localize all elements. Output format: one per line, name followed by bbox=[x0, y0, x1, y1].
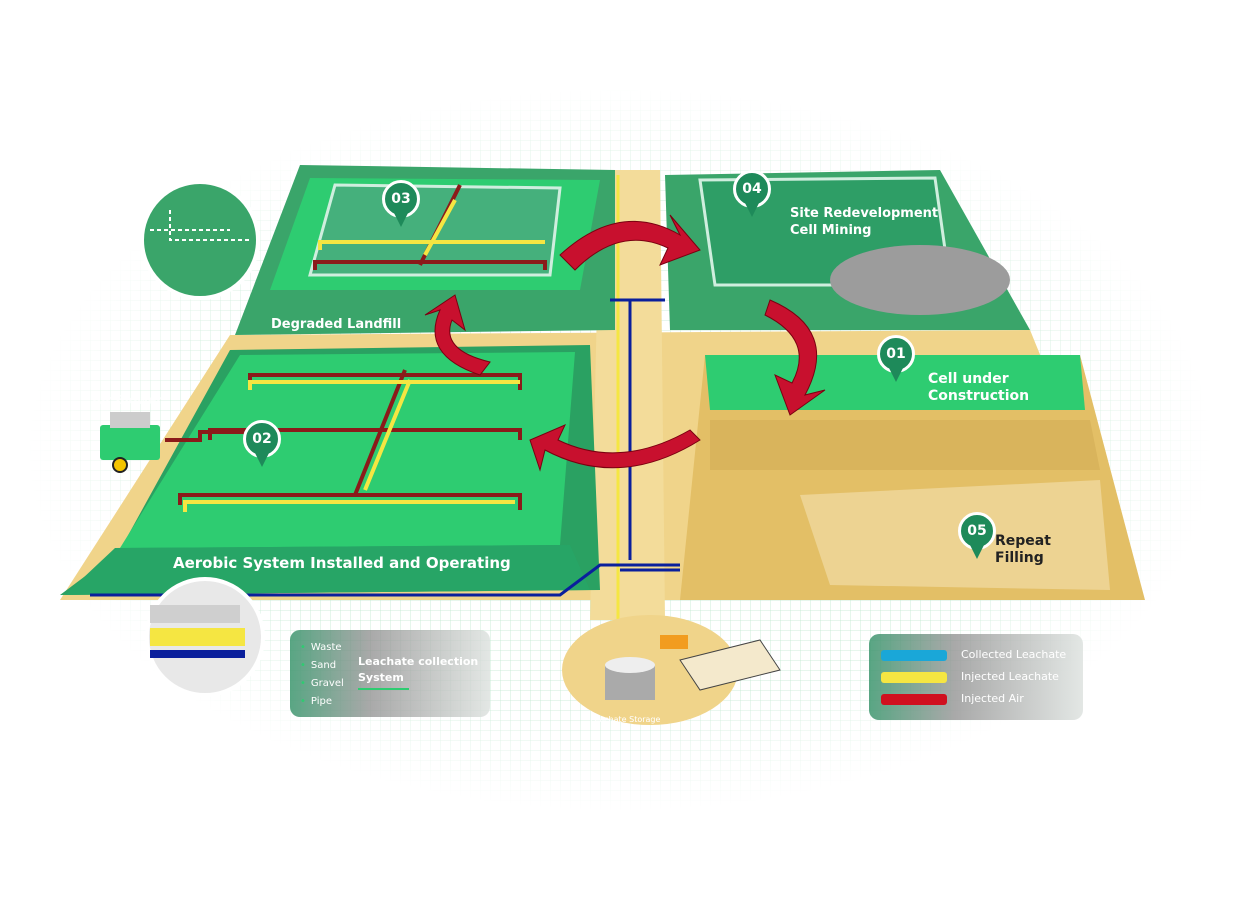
legend-item-injected-air: Injected Air bbox=[881, 688, 1066, 710]
label-repeat-filling: Repeat Filling bbox=[995, 533, 1051, 566]
cell-under-construction bbox=[680, 355, 1145, 600]
stage-pin-02[interactable]: 02 bbox=[243, 420, 281, 470]
pipes bbox=[90, 175, 680, 620]
legend-item-collected-leachate: Collected Leachate bbox=[881, 644, 1066, 666]
label-air-blower: Air Blower bbox=[92, 393, 163, 407]
layer-item: Pipe bbox=[300, 693, 344, 711]
layer-item: Waste bbox=[300, 639, 344, 657]
label-leachate-storage: Leachate Storage bbox=[590, 715, 661, 724]
stage-pin-03[interactable]: 03 bbox=[382, 180, 420, 230]
stage-pin-05[interactable]: 05 bbox=[958, 512, 996, 562]
layers-panel: Waste Sand Gravel Pipe Leachate collecti… bbox=[290, 630, 490, 717]
leachate-storage-facility bbox=[562, 615, 781, 725]
air-blower-illustration bbox=[100, 412, 160, 473]
stage-pin-01[interactable]: 01 bbox=[877, 335, 915, 385]
cell-degraded-landfill bbox=[235, 165, 615, 335]
label-cell-under-construction: Cell under Construction bbox=[928, 371, 1030, 404]
cycle-arrows bbox=[424, 214, 826, 472]
legend-item-injected-leachate: Injected Leachate bbox=[881, 666, 1066, 688]
label-site-redevelopment: Site Redevelopment Cell Mining bbox=[790, 206, 939, 238]
stage-pin-04[interactable]: 04 bbox=[733, 170, 771, 220]
label-degraded-landfill: Degraded Landfill bbox=[271, 317, 402, 332]
layer-item: Gravel bbox=[300, 675, 344, 693]
legend-panel: Collected Leachate Injected Leachate Inj… bbox=[869, 634, 1083, 720]
layer-item: Sand bbox=[300, 657, 344, 675]
layers-panel-title: Leachate collection System bbox=[358, 655, 479, 684]
label-aerobic-system: Aerobic System Installed and Operating bbox=[173, 554, 511, 572]
